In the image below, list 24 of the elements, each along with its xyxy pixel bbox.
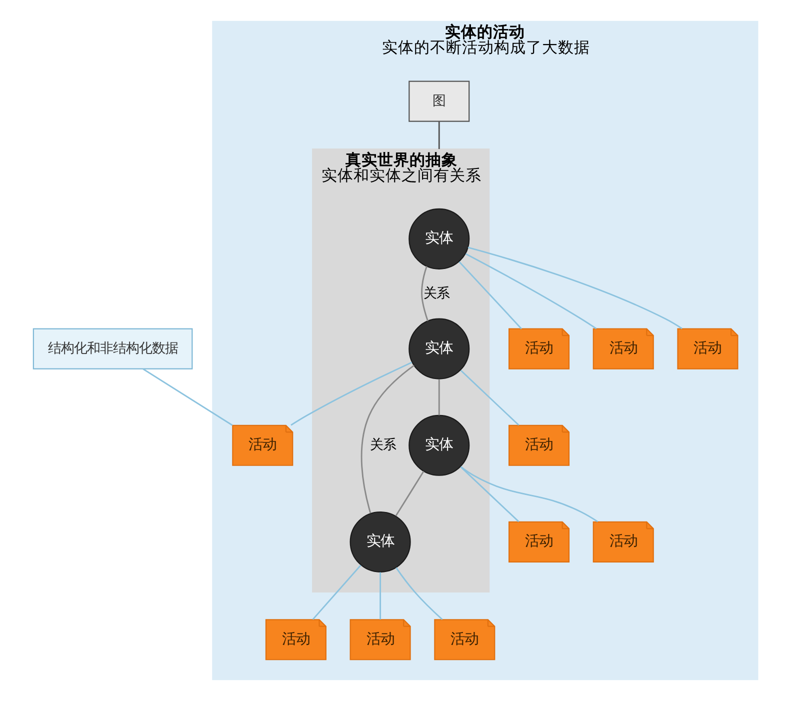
connector xyxy=(465,253,597,330)
connector xyxy=(360,364,414,514)
connector xyxy=(438,122,440,150)
connector xyxy=(395,470,424,516)
node-circle: 实体 xyxy=(408,318,470,380)
edge-label: 关系 xyxy=(370,438,396,453)
connector xyxy=(142,368,233,426)
connector xyxy=(460,466,520,522)
connector xyxy=(438,379,440,416)
connector xyxy=(396,567,443,620)
connector xyxy=(460,466,598,522)
connector xyxy=(380,572,382,620)
connector xyxy=(458,261,522,330)
node-box: 图 xyxy=(408,80,470,122)
edge-label: 关系 xyxy=(423,286,450,302)
connector xyxy=(290,362,412,426)
connector xyxy=(421,266,428,322)
connector xyxy=(460,370,520,426)
node-box: 结构化和非结构化数据 xyxy=(32,328,193,370)
node-circle: 实体 xyxy=(408,208,470,270)
connector xyxy=(468,246,682,330)
node-circle: 实体 xyxy=(350,511,411,572)
node-circle: 实体 xyxy=(408,414,470,476)
connector xyxy=(312,564,362,620)
